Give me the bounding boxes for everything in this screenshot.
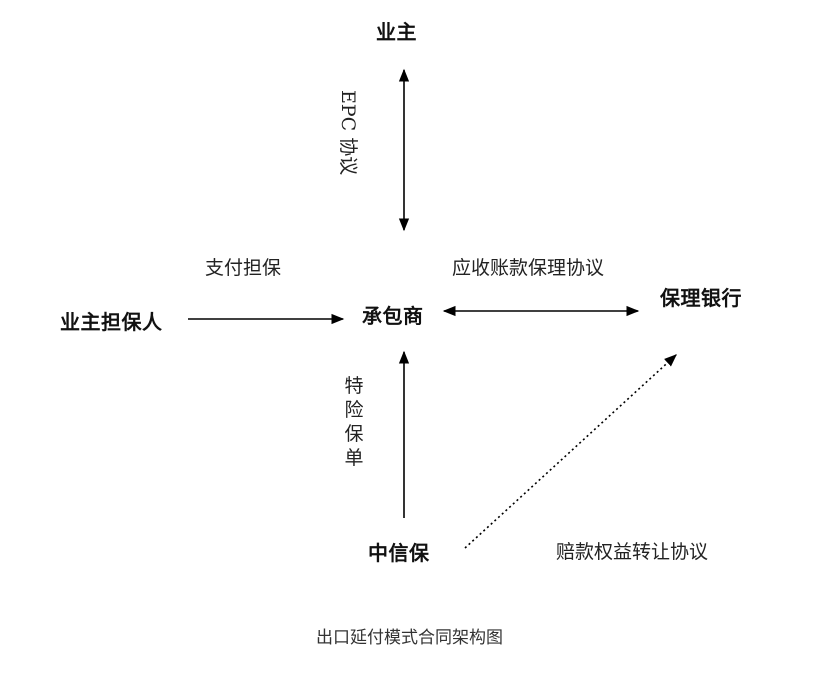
special-risk-policy-label: 特险保单 <box>344 375 364 469</box>
owner-node: 业主 <box>376 20 417 44</box>
payment-guarantee-label: 支付担保 <box>205 257 282 279</box>
diagram-caption: 出口延付模式合同架构图 <box>316 628 503 648</box>
indemnity-transfer-arrow <box>464 354 677 549</box>
indemnity-transfer-label: 赔款权益转让协议 <box>556 541 709 563</box>
factoring-agreement-label: 应收账款保理协议 <box>452 257 605 279</box>
factoring-bank-node: 保理银行 <box>660 286 742 310</box>
sinosure-node: 中信保 <box>368 541 430 565</box>
epc-agreement-label: EPC 协议 <box>337 90 359 176</box>
owner-guarantor-node: 业主担保人 <box>60 310 163 334</box>
contractor-node: 承包商 <box>362 304 424 328</box>
